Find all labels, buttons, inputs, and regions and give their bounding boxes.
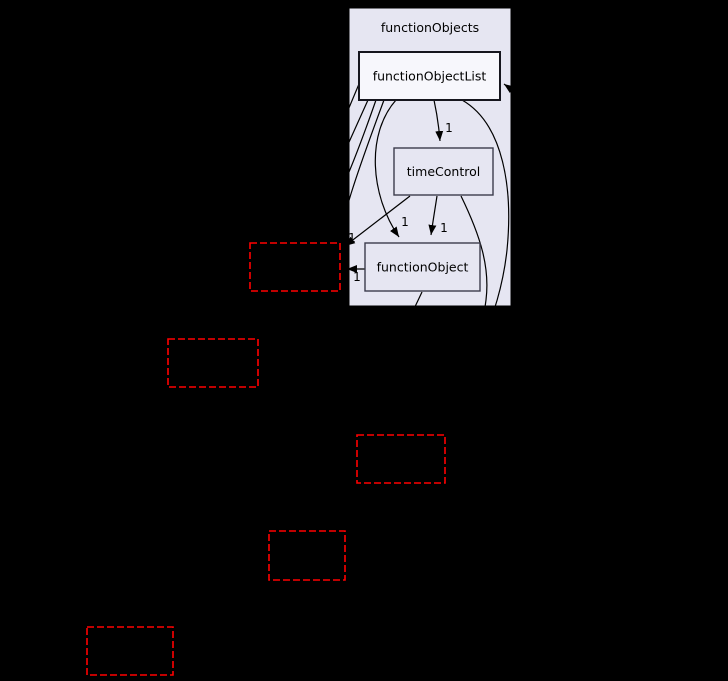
external-node-ext2[interactable] bbox=[167, 338, 259, 388]
edge-label-functionObject-to-ext1: 1 bbox=[353, 270, 361, 284]
edge-functionObject-to-ext4 bbox=[308, 291, 423, 531]
edge-label-functionObjectList-to-timeControl: 1 bbox=[445, 121, 453, 135]
external-node-ext4[interactable] bbox=[268, 530, 346, 581]
node-functionobjectlist[interactable] bbox=[358, 51, 501, 101]
edge-offscreen-to-functionObjectList bbox=[503, 83, 601, 421]
node-functionobject[interactable] bbox=[364, 242, 481, 292]
edge-label-functionObjectList-to-functionObject: 1 bbox=[401, 215, 409, 229]
edge-timeControl-to-ext1 bbox=[344, 195, 411, 247]
external-node-ext1[interactable] bbox=[249, 242, 341, 292]
edge-timeControl-to-functionObject bbox=[428, 195, 438, 236]
edge-label-timeControl-to-ext1: 1 bbox=[348, 231, 356, 245]
node-label-functionobject: functionObject bbox=[377, 260, 469, 275]
edge-label-timeControl-to-functionObject: 1 bbox=[440, 221, 448, 235]
node-timecontrol[interactable] bbox=[393, 147, 494, 196]
edge-functionObjectList-to-functionObject bbox=[374, 99, 400, 238]
edge-functionObjectList-to-timeControl bbox=[433, 99, 444, 142]
node-label-functionobjectlist: functionObjectList bbox=[373, 69, 487, 84]
edge-functionObjectList-to-ext2 bbox=[217, 99, 377, 338]
edge-functionObjectList-to-ext1 bbox=[292, 83, 360, 242]
external-node-ext5[interactable] bbox=[86, 626, 174, 676]
node-label-timecontrol: timeControl bbox=[407, 164, 480, 179]
external-node-ext3[interactable] bbox=[356, 434, 446, 484]
edge-functionObjectList-to-ext3 bbox=[411, 99, 510, 435]
cluster-title[interactable]: functionObjects bbox=[381, 20, 479, 35]
edge-timeControl-to-ext3 bbox=[426, 195, 488, 434]
